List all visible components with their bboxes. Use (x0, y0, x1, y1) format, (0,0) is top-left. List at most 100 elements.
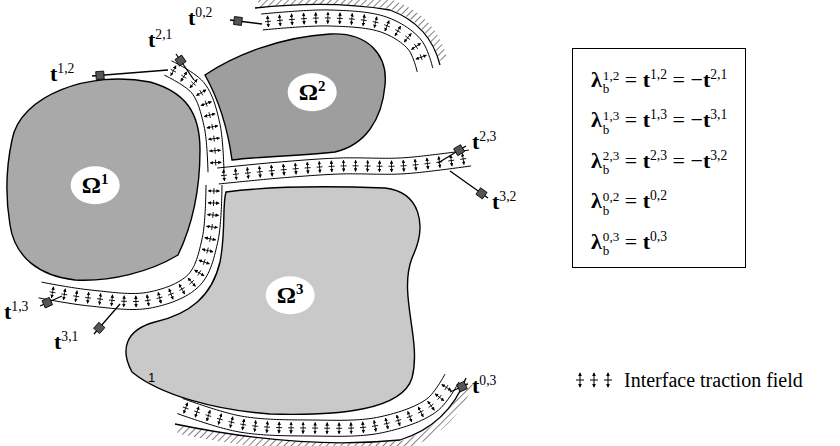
pointer-hand (96, 71, 105, 80)
traction-tick (213, 136, 215, 142)
traction-tick (189, 280, 193, 284)
domain-shape (7, 79, 200, 280)
traction-tick (336, 428, 342, 429)
traction-arrow (395, 26, 400, 36)
traction-tick (265, 21, 271, 23)
domain-region: Ω3 (110, 180, 440, 425)
traction-tick (348, 427, 354, 428)
domain-name: Ω1 (71, 166, 120, 204)
traction-tick (324, 428, 330, 429)
pointer-hand (476, 188, 487, 199)
traction-label: t0,2 (186, 4, 214, 32)
traction-arrow (179, 284, 184, 294)
traction-tick (171, 69, 176, 72)
traction-tick (179, 288, 184, 291)
traction-tick (401, 165, 407, 166)
traction-tick (576, 380, 584, 381)
traction-tick (145, 299, 151, 301)
traction-tick (460, 158, 466, 160)
traction-tick (233, 173, 239, 175)
traction-tick (206, 415, 212, 417)
domain-region: Ω1 (0, 60, 215, 300)
traction-tick (389, 166, 395, 167)
equation-box: λb1,2 = t1,2 = −t2,1λb1,3 = t1,3 = −t3,1… (572, 48, 746, 268)
traction-tick (448, 160, 454, 162)
traction-arrow (385, 21, 389, 31)
traction-arrow (201, 102, 211, 106)
traction-arrow (188, 278, 195, 286)
traction-tick (301, 18, 307, 19)
traction-tick (50, 292, 56, 293)
traction-arrow (404, 34, 411, 42)
traction-tick (424, 163, 430, 165)
traction-tick (288, 427, 294, 428)
traction-tick (245, 172, 251, 174)
traction-tick (221, 175, 227, 177)
traction-tick (217, 418, 223, 420)
page-number: 1 (146, 370, 157, 386)
traction-tick (181, 75, 186, 78)
traction-tick (365, 165, 371, 166)
traction-arrow (197, 90, 206, 96)
traction-arrow (190, 79, 197, 87)
traction-tick (121, 301, 127, 302)
pointer-hand (175, 55, 186, 66)
traction-tick (429, 404, 434, 408)
traction-tick (229, 421, 235, 422)
band-edge (219, 166, 471, 184)
traction-label: t1,2 (48, 60, 76, 88)
traction-arrow (442, 385, 451, 391)
traction-tick (281, 169, 287, 170)
pointer-line (94, 304, 120, 334)
traction-tick (213, 200, 214, 206)
traction-tick (205, 101, 207, 107)
traction-tick (194, 411, 200, 413)
traction-tick (97, 298, 103, 300)
traction-tick (372, 425, 378, 427)
traction-tick (377, 166, 383, 167)
traction-label: t3,2 (490, 188, 518, 216)
domain-shape (205, 34, 385, 160)
traction-tick (213, 188, 214, 194)
traction-tick (73, 295, 79, 297)
traction-arrow (169, 289, 173, 299)
traction-label: t2,1 (146, 26, 174, 54)
domain-name: Ω2 (288, 73, 337, 111)
traction-tick (264, 426, 270, 427)
equation: λb1,2 = t1,2 = −t2,1 (591, 57, 727, 97)
traction-arrow (416, 55, 426, 59)
traction-arrow (195, 270, 204, 276)
traction-arrow (411, 43, 420, 49)
traction-tick (210, 236, 211, 242)
traction-tick (276, 427, 282, 428)
equation: λb1,3 = t1,3 = −t3,1 (591, 97, 727, 137)
traction-tick (277, 20, 283, 21)
traction-tick (214, 148, 215, 154)
domain-name: Ω3 (266, 276, 315, 314)
traction-tick (133, 301, 139, 302)
traction-tick (418, 411, 423, 414)
pointer-line (450, 171, 488, 198)
band-guide (218, 158, 470, 176)
traction-tick (85, 297, 91, 299)
traction-tick (604, 380, 612, 381)
traction-tick (349, 18, 355, 19)
traction-tick (168, 293, 174, 295)
traction-tick (212, 124, 213, 130)
traction-tick (438, 395, 442, 400)
traction-tick (384, 423, 390, 424)
pointer-hand (42, 297, 53, 308)
legend-text: Interface traction field (624, 369, 803, 392)
pointer-hand (457, 381, 468, 392)
domain-region: Ω2 (190, 25, 400, 175)
traction-arrow (408, 411, 412, 421)
traction-tick (395, 420, 401, 422)
traction-tick (405, 36, 410, 40)
traction-tick (329, 166, 335, 167)
traction-tick (183, 407, 189, 409)
traction-tick (209, 112, 210, 118)
traction-tick (413, 164, 419, 166)
traction-tick (414, 44, 417, 49)
equation: λb2,3 = t2,3 = −t3,2 (591, 138, 727, 178)
